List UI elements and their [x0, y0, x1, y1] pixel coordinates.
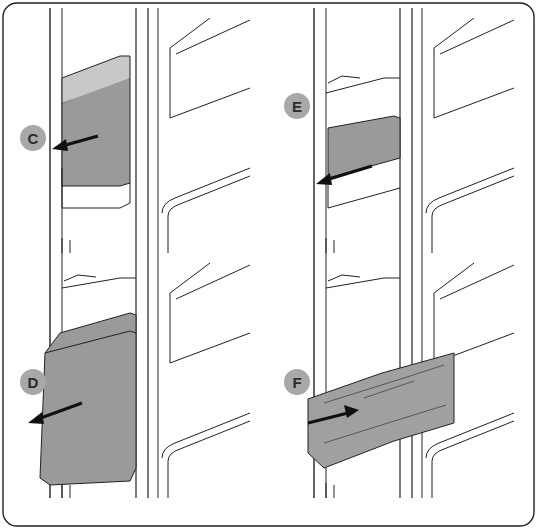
callout-letter: C: [28, 131, 39, 146]
callout-circle: C: [20, 125, 46, 151]
callout-letter: D: [28, 375, 39, 390]
callout-letter: F: [292, 375, 301, 390]
callout-letter: E: [292, 99, 302, 114]
callout-circle: D: [20, 369, 46, 395]
callout-circle: E: [284, 93, 310, 119]
callout-circle: F: [284, 369, 310, 395]
